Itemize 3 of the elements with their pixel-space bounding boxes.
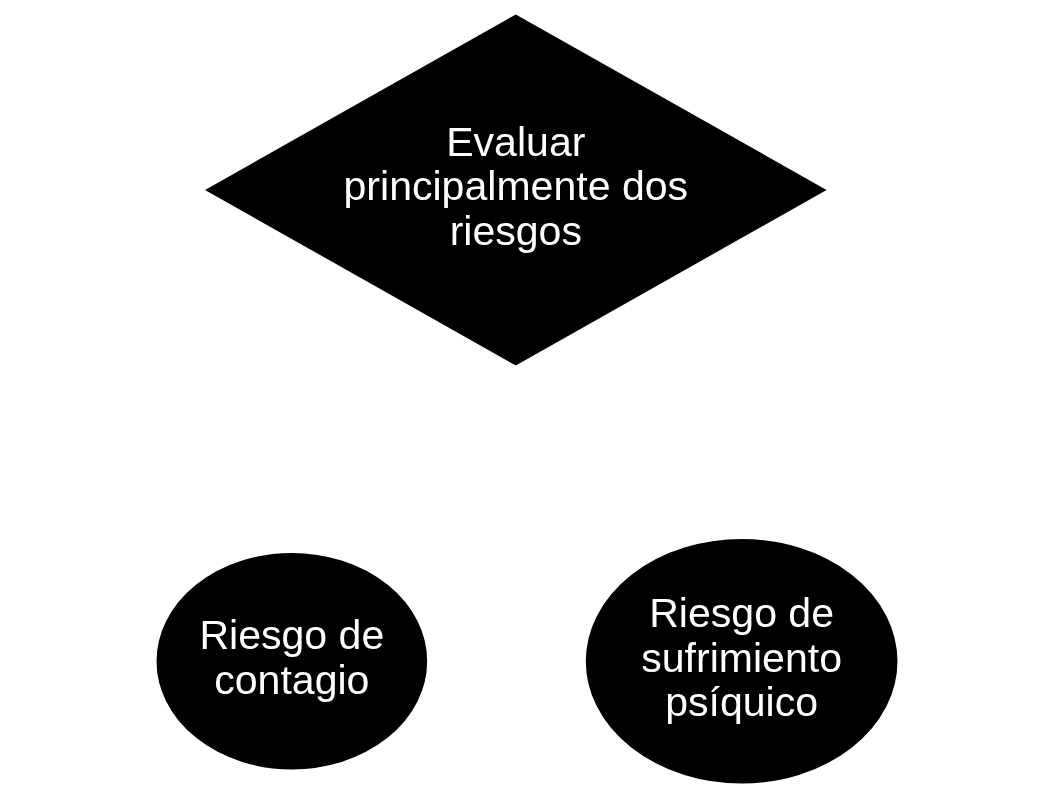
node-ellipse: Riesgo de contagio <box>156 552 427 770</box>
node-diamond: Evaluar principalmente dos riesgos <box>204 14 827 366</box>
node-ellipse: Riesgo de sufrimiento psíquico <box>585 538 897 784</box>
